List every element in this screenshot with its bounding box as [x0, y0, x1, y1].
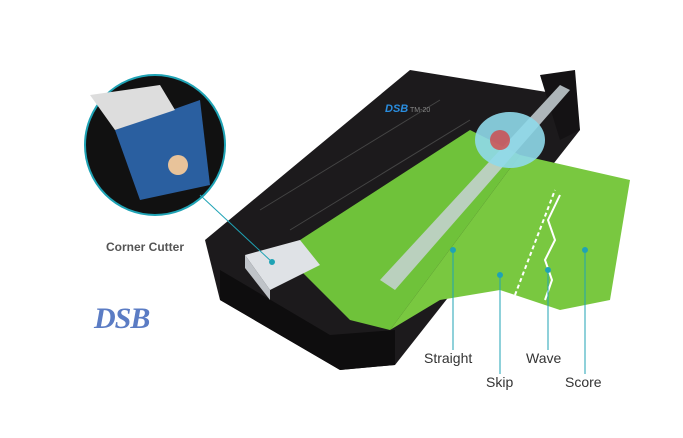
- green-paper: [300, 130, 520, 330]
- corner-cutter-label: Corner Cutter: [106, 240, 185, 254]
- svg-text:TM-20: TM-20: [410, 107, 430, 114]
- wave-label: Wave: [526, 350, 562, 366]
- cut-paper: [390, 155, 630, 330]
- rail-end: [540, 70, 580, 140]
- corner-cutter[interactable]: [245, 240, 320, 290]
- score-label: Score: [565, 374, 602, 390]
- svg-text:DSB: DSB: [385, 103, 408, 115]
- straight-label: Straight: [424, 350, 473, 366]
- dsb-logo: DSB: [94, 302, 150, 335]
- skip-label: Skip: [486, 374, 514, 390]
